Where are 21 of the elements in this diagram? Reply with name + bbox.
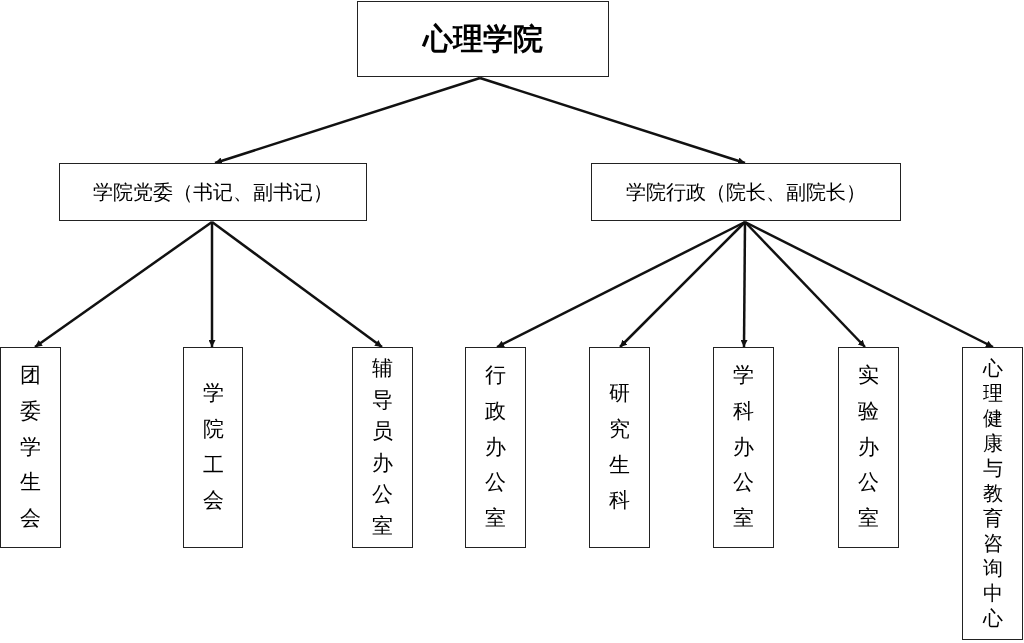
- arrow: [744, 221, 866, 348]
- org-box: 行政办公室: [465, 347, 526, 548]
- org-box: 团委学生会: [0, 347, 61, 548]
- org-box: 研究生科: [589, 347, 650, 548]
- org-box: 实验办公室: [838, 347, 899, 548]
- arrow: [479, 76, 746, 165]
- org-box: 学科办公室: [713, 347, 774, 548]
- org-box: 辅导员办公室: [352, 347, 413, 548]
- org-box: 学院党委（书记、副书记）: [59, 163, 367, 221]
- org-box: 心理健康与教育咨询中心: [962, 347, 1023, 640]
- org-box: 学院工会: [183, 347, 243, 548]
- org-box: 学院行政（院长、副院长）: [591, 163, 901, 221]
- arrow: [34, 220, 213, 349]
- arrow: [740, 222, 748, 347]
- arrow: [211, 221, 383, 348]
- arrow: [619, 221, 746, 348]
- arrow: [208, 222, 216, 347]
- arrow: [744, 220, 994, 349]
- org-box: 心理学院: [357, 1, 609, 77]
- arrow: [496, 220, 746, 349]
- arrow: [214, 76, 481, 165]
